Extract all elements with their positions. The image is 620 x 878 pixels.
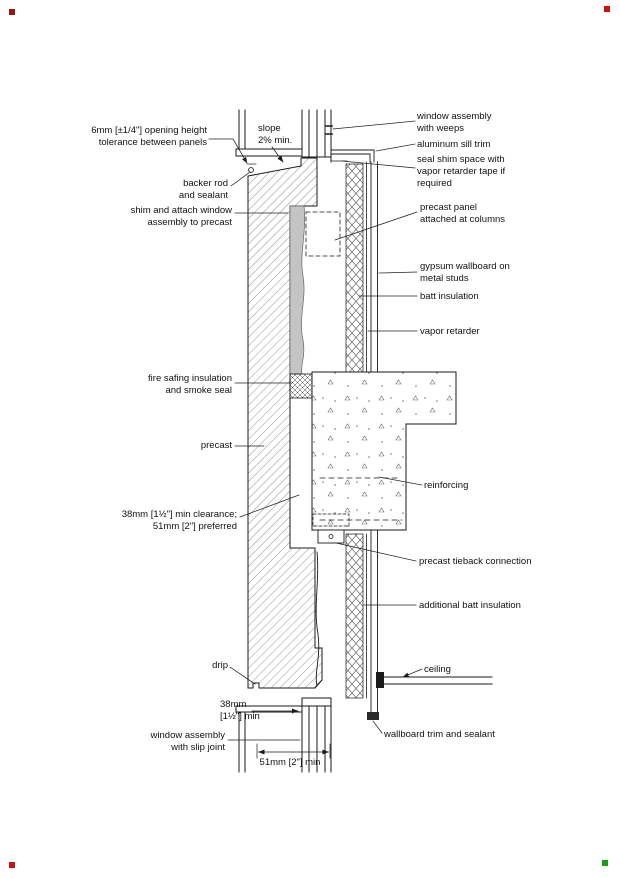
label-ceiling: ceiling xyxy=(424,664,451,675)
corner-marker-bottom-right xyxy=(602,860,608,866)
reinforcing-bars xyxy=(319,477,403,521)
label-gypsum-wallboard: gypsum wallboard on metal studs xyxy=(420,261,510,284)
leader-drip xyxy=(229,666,256,685)
batt-insulation-lower xyxy=(345,533,364,699)
label-reinforcing: reinforcing xyxy=(424,480,469,491)
label-aluminum-sill-trim: aluminum sill trim xyxy=(417,139,491,150)
corner-marker-top-right xyxy=(604,6,610,12)
precast-panel-outline xyxy=(247,157,323,689)
upper-mullion-lines xyxy=(301,109,332,163)
upper-frame-bottom xyxy=(235,148,303,157)
leader-tieback xyxy=(335,542,417,562)
leader-wallboard-trim xyxy=(372,720,383,734)
precast-panel xyxy=(246,157,341,689)
leader-reinforcing xyxy=(378,476,423,486)
label-wallboard-trim: wallboard trim and sealant xyxy=(384,729,495,740)
label-fire-safing: fire safing insulation and smoke seal xyxy=(148,373,232,396)
lower-glass-lines xyxy=(238,711,246,773)
floor-slab xyxy=(311,371,457,531)
leader-gypsum xyxy=(378,271,418,274)
label-opening-height-tolerance: 6mm [±1/4"] opening height tolerance bet… xyxy=(91,125,207,148)
wallboard-trim-shape xyxy=(367,712,379,720)
label-precast: precast xyxy=(200,440,232,451)
lower-frame-top xyxy=(235,705,303,713)
upper-glass-lines xyxy=(238,109,246,150)
label-clearance: 38mm [1½"] min clearance; 51mm [2"] pref… xyxy=(121,509,237,532)
leader-weeps xyxy=(332,120,416,130)
floor-slab-outline xyxy=(311,371,457,531)
tieback-connection xyxy=(312,513,350,544)
leader-ceiling xyxy=(402,668,423,678)
label-panel-columns: precast panel attached at columns xyxy=(420,202,506,225)
grout-strip xyxy=(289,205,305,375)
label-window-assembly-weeps: window assembly with weeps xyxy=(417,111,492,134)
lower-mullion-lines xyxy=(301,705,332,773)
leader-sill-trim xyxy=(375,143,416,152)
weep-marks xyxy=(325,125,333,135)
corner-marker-top-left xyxy=(9,9,15,15)
label-vapor-retarder: vapor retarder xyxy=(420,326,480,337)
gypsum-wallboard-upper xyxy=(370,161,378,373)
ceiling-trim xyxy=(376,672,384,688)
slope-arrow xyxy=(271,146,284,163)
backer-rod xyxy=(248,167,254,173)
lower-window-assembly xyxy=(235,697,332,773)
label-drip: drip xyxy=(212,660,228,671)
label-seal-shim-space: seal shim space with vapor retarder tape… xyxy=(417,154,506,189)
fire-safing xyxy=(289,373,313,399)
leader-backer-rod xyxy=(230,171,251,187)
aluminum-sill-trim-shape xyxy=(330,149,375,163)
label-additional-batt: additional batt insulation xyxy=(419,600,521,611)
upper-window-assembly xyxy=(235,109,333,163)
leader-tolerance xyxy=(208,138,248,164)
batt-insulation-upper xyxy=(345,163,364,373)
dimension-51 xyxy=(256,743,331,759)
leader-panel-columns xyxy=(334,211,418,241)
label-dim-51: 51mm [2"] min xyxy=(259,757,321,768)
label-dim-38: 38mm [1½"] min xyxy=(220,699,260,722)
label-slope: slope 2% min. xyxy=(258,123,293,146)
leader-seal-shim xyxy=(341,160,416,169)
leader-lines xyxy=(208,120,423,741)
leader-clearance xyxy=(239,494,300,518)
corner-marker-bottom-left xyxy=(9,862,15,868)
sealant-joint-line xyxy=(315,551,320,687)
label-window-slip-joint: window assembly with slip joint xyxy=(150,730,225,753)
label-tieback: precast tieback connection xyxy=(419,556,532,567)
label-batt-insulation: batt insulation xyxy=(420,291,479,302)
label-backer-rod: backer rod and sealant xyxy=(178,178,228,201)
ceiling-lines xyxy=(376,672,493,688)
column-attachment-dashed xyxy=(305,211,341,257)
interior-finish-upper xyxy=(345,161,378,373)
label-shim-attach: shim and attach window assembly to preca… xyxy=(130,205,232,228)
interior-finish-lower xyxy=(345,529,378,713)
slip-joint-receptor xyxy=(301,697,332,773)
